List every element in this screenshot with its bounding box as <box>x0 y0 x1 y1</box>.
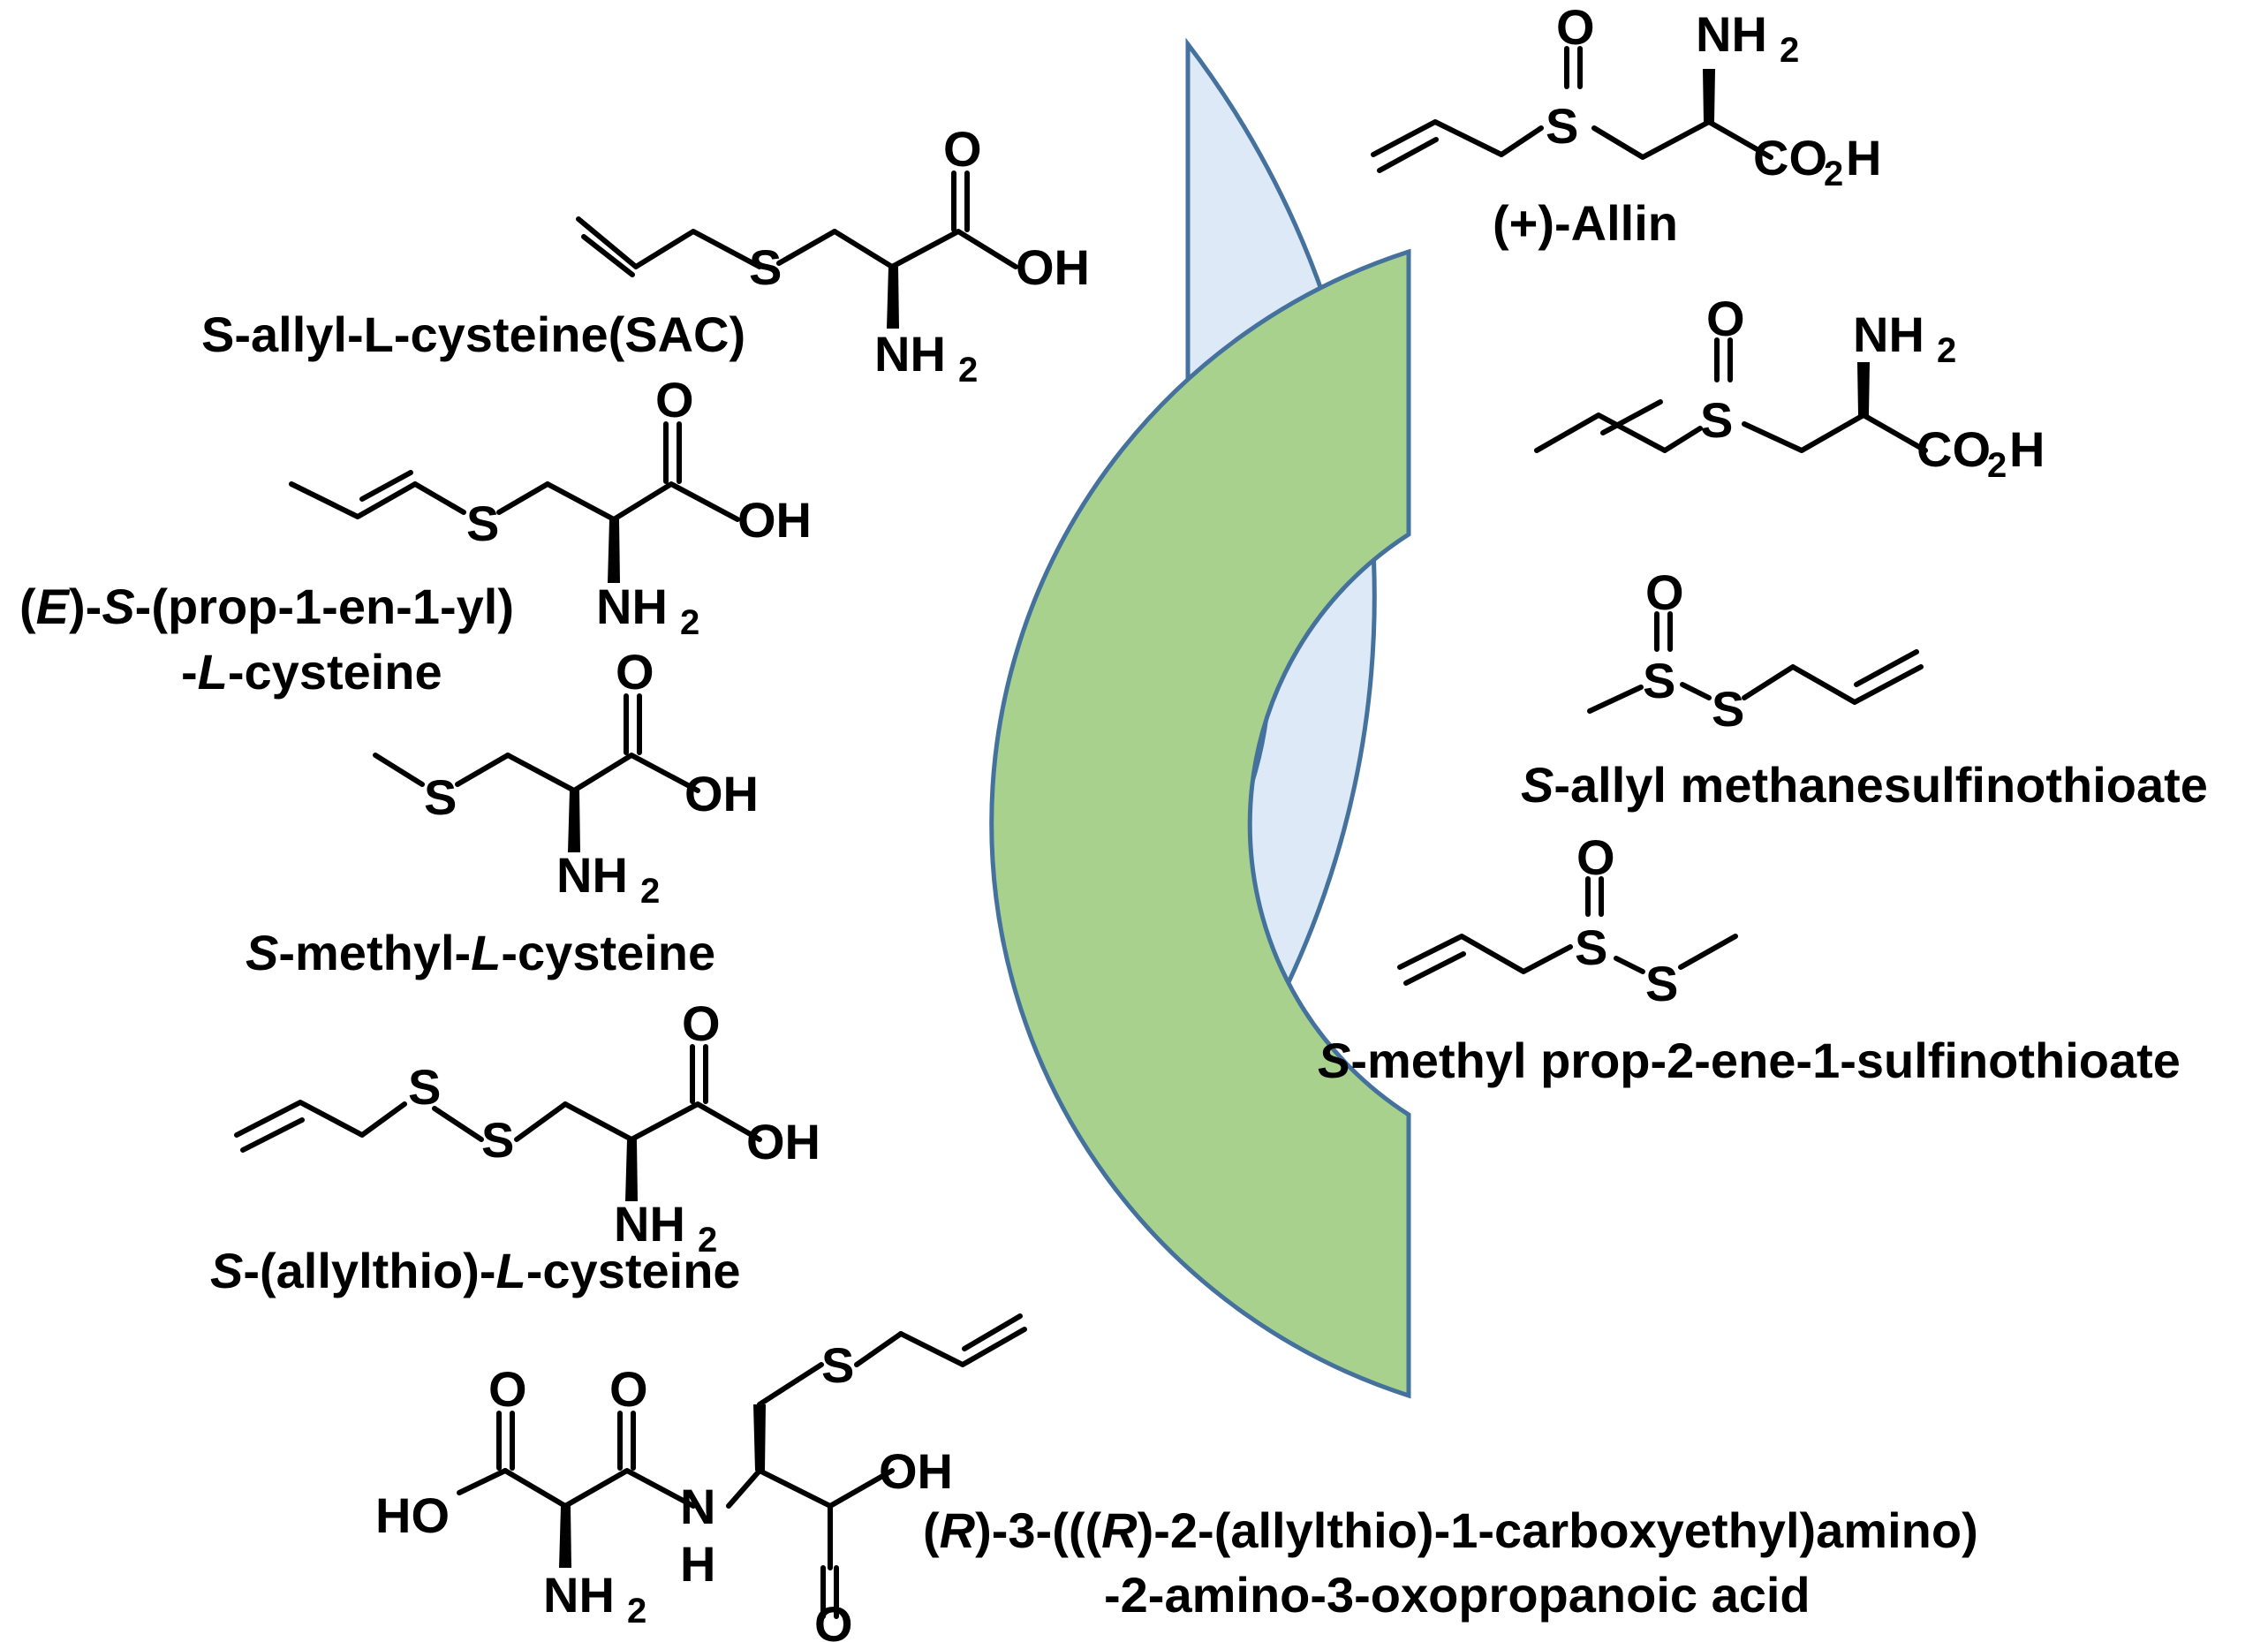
atom-o: O <box>682 995 721 1051</box>
atom-nh: NH <box>874 326 946 382</box>
subscript-2: 2 <box>640 872 660 911</box>
atom-nh: NH <box>543 1567 615 1623</box>
atom-s: S <box>1546 98 1578 154</box>
atom-o: O <box>1645 564 1684 620</box>
structure-allylthio-cysteine: S S O OH NH 2 S-(allylthio)-L-cysteine <box>210 995 820 1298</box>
atom-nh: NH <box>614 1196 685 1252</box>
subscript-2: 2 <box>698 1221 717 1260</box>
atom-s2: S <box>481 1112 514 1168</box>
atom-o: O <box>1706 291 1745 346</box>
atom-oh: OH <box>746 1114 820 1169</box>
atom-h: H <box>680 1536 715 1592</box>
inner-ring-segment <box>989 248 1411 1399</box>
subscript-2: 2 <box>958 351 978 390</box>
label-allylthio-cysteine: S-(allylthio)-L-cysteine <box>210 1243 741 1298</box>
atom-s: S <box>1700 392 1733 448</box>
label-allyl-methanesulfinothioate: S-allyl methanesulfinothioate <box>1521 757 2208 813</box>
atom-o: O <box>1556 0 1595 55</box>
subscript-2: 2 <box>1937 331 1956 370</box>
atom-o2: O <box>609 1361 648 1417</box>
atom-nh: NH <box>1853 306 1924 362</box>
atom-o: O <box>655 372 694 428</box>
atom-oh: OH <box>879 1443 953 1499</box>
atom-co: CO <box>1753 130 1827 185</box>
atom-s1: S <box>1643 653 1675 708</box>
label-methyl-propenesulfinothioate: S-methyl prop-2-ene-1-sulfinothioate <box>1318 1033 2181 1088</box>
structure-methyl-cysteine: S O OH NH 2 S-methyl-L-cysteine <box>246 644 759 980</box>
atom-s2: S <box>1645 956 1678 1011</box>
atom-o: O <box>616 644 654 700</box>
subscript-2: 2 <box>1824 155 1843 193</box>
subscript-2: 2 <box>1780 31 1799 70</box>
atom-o3-visible: O <box>814 1596 853 1642</box>
label-dipeptide-line2: -2-amino-3-oxopropanoic acid <box>1104 1567 1811 1623</box>
atom-o1: O <box>488 1361 527 1417</box>
atom-nh: NH <box>556 847 628 903</box>
atom-s1: S <box>1575 919 1607 975</box>
subscript-2: 2 <box>1987 446 2007 485</box>
subscript-2: 2 <box>627 1592 646 1631</box>
structure-dipeptide: S O O HO N H OH O O NH 2 (R)-3-(((R)-2-(… <box>375 1313 1978 1642</box>
label-dipeptide-line1: (R)-3-(((R)-2-(allylthio)-1-carboxyethyl… <box>923 1502 1978 1558</box>
atom-h: H <box>1846 130 1881 185</box>
atom-nh: NH <box>596 579 668 634</box>
structure-allyl-methanesulfinothioate: O S S S-allyl methanesulfinothioate <box>1521 564 2208 813</box>
structure-allin: O S NH 2 CO 2 H (+)-Allin <box>1371 0 1881 251</box>
atom-o: O <box>1576 829 1615 885</box>
atom-h: H <box>2009 421 2045 477</box>
atom-s1: S <box>408 1059 441 1115</box>
label-allin: (+)-Allin <box>1493 195 1678 251</box>
label-propenyl-cysteine-line2: -L-cysteine <box>181 644 442 700</box>
atom-oh: OH <box>737 492 812 548</box>
label-sac: S-allyl-L-cysteine(SAC) <box>201 306 745 362</box>
label-propenyl-cysteine-line1: (E)-S-(prop-1-en-1-yl) <box>19 579 514 634</box>
atom-ho: HO <box>375 1487 450 1543</box>
atom-s: S <box>424 769 457 825</box>
label-methyl-cysteine: S-methyl-L-cysteine <box>246 925 715 980</box>
atom-oh: OH <box>684 766 759 821</box>
atom-nh: NH <box>1696 6 1767 62</box>
atom-o: O <box>943 121 982 177</box>
structure-sac: S O OH NH 2 S-allyl-L-cysteine(SAC) <box>201 121 1090 390</box>
atom-oh: OH <box>1016 239 1090 295</box>
atom-s2: S <box>1712 681 1744 737</box>
structure-methyl-propenesulfinothioate: O S S S-methyl prop-2-ene-1-sulfinothioa… <box>1318 829 2181 1088</box>
atom-s: S <box>749 239 782 295</box>
atom-n: N <box>680 1479 715 1534</box>
atom-s: S <box>466 496 499 551</box>
atom-co: CO <box>1916 421 1991 477</box>
structure-isoalliin: O S NH 2 CO 2 H <box>1534 291 2045 485</box>
atom-s: S <box>821 1337 854 1393</box>
subscript-2: 2 <box>680 603 699 642</box>
structure-propenyl-cysteine: S O OH NH 2 (E)-S-(prop-1-en-1-yl) -L-cy… <box>19 372 812 700</box>
